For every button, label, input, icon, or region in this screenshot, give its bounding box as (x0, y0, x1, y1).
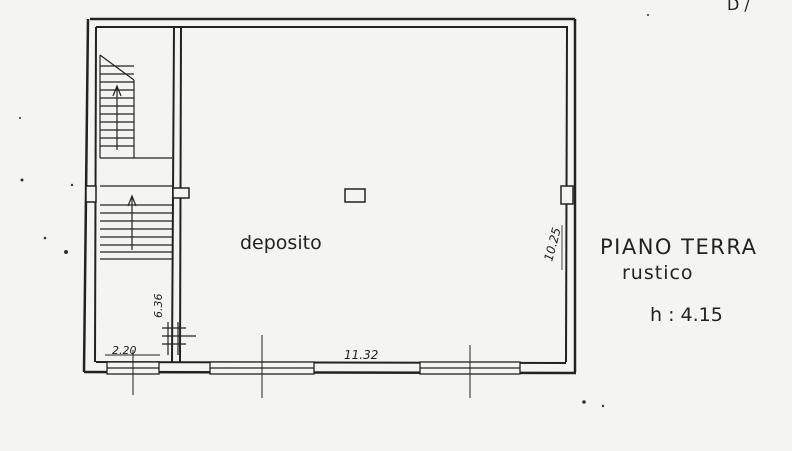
dimension-width-label: 11.32 (344, 348, 378, 362)
stair-arrow-lower-icon (127, 194, 137, 250)
stair-arrow-up-icon (112, 84, 122, 150)
right-wall-opening (560, 185, 574, 205)
floor-height-label: h : 4.15 (650, 304, 723, 326)
floor-title: PIANO TERRA (600, 235, 757, 259)
scan-specks (19, 14, 649, 408)
staircase (99, 54, 172, 260)
axis-markers (132, 335, 471, 398)
room-label-deposito: deposito (240, 232, 322, 254)
partition-opening (172, 187, 190, 199)
entrance-door-mark (162, 322, 196, 355)
floor-drain-square (344, 188, 366, 203)
left-wall-opening (85, 185, 97, 203)
corner-text-fragment: D / (727, 0, 750, 14)
dimension-stair-width-label: 2.20 (112, 344, 137, 357)
dimension-stair-depth-label: 6.36 (152, 294, 165, 319)
floor-subtitle: rustico (622, 262, 694, 284)
